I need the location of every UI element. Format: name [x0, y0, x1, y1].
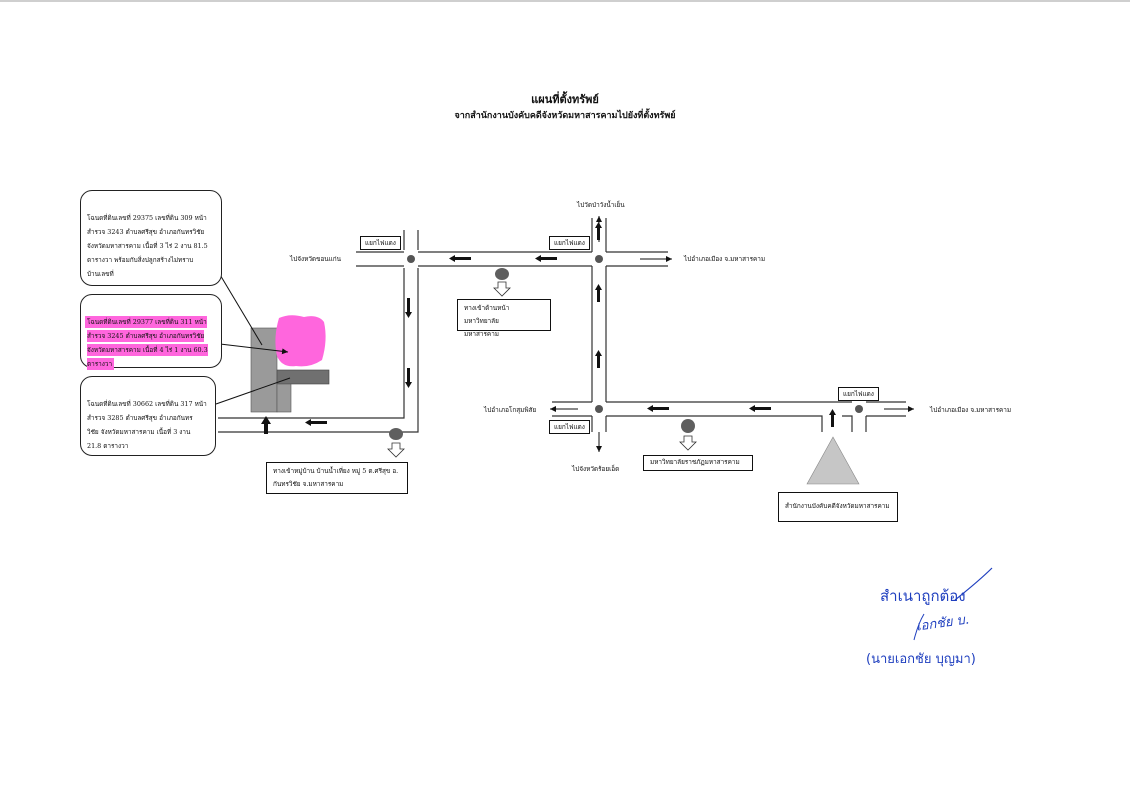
page-top-edge: [0, 0, 1130, 2]
label-enforcement-office: สำนักงานบังคับคดีจังหวัดมหาสารคาม: [778, 492, 898, 522]
parcel-note-29375: โฉนดที่ดินเลขที่ 29375 เลขที่ดิน 309 หน้…: [80, 190, 222, 286]
traffic-light-sign: แยกไฟแดง: [360, 236, 401, 250]
direction-kosum: ไปอำเภอโกสุมพิสัย: [484, 406, 537, 414]
label-rajabhat: มหาวิทยาลัยราชภัฏมหาสารคาม: [643, 455, 753, 471]
direction-khon-kaen: ไปจังหวัดขอนแก่น: [290, 255, 342, 263]
office-triangle: [806, 436, 860, 485]
map-title: แผนที่ตั้งทรัพย์: [531, 93, 599, 106]
direction-mueang-bottom: ไปอำเภอเมือง จ.มหาสารคาม: [930, 406, 1012, 414]
exit-arrows: [550, 216, 914, 452]
traffic-light-sign: แยกไฟแดง: [838, 387, 879, 401]
direction-roi-et: ไปจังหวัดร้อยเอ็ด: [572, 465, 620, 473]
signature-stroke: [954, 567, 993, 601]
parcel-note-text-highlighted: โฉนดที่ดินเลขที่ 29377 เลขที่ดิน 311 หน้…: [87, 318, 208, 368]
parcel-note-text: โฉนดที่ดินเลขที่ 30662 เลขที่ดิน 317 หน้…: [87, 400, 207, 450]
traffic-light-dots: [407, 255, 863, 413]
label-university-entrance: ทางเข้าด้านหน้ามหาวิทยาลัย มหาสารคาม: [457, 299, 551, 338]
parcel-note-text: โฉนดที่ดินเลขที่ 29375 เลขที่ดิน 309 หน้…: [87, 214, 208, 278]
traffic-light-sign: แยกไฟแดง: [549, 236, 590, 250]
signer-name: (นายเอกชัย บุญมา): [866, 652, 976, 667]
leader-lines: [215, 267, 291, 405]
lower-main-road: [552, 401, 906, 432]
parcel-note-29377: โฉนดที่ดินเลขที่ 29377 เลขที่ดิน 311 หน้…: [80, 294, 222, 368]
parcel-note-30662: โฉนดที่ดินเลขที่ 30662 เลขที่ดิน 317 หน้…: [80, 376, 216, 456]
land-parcels: [250, 315, 330, 413]
landmark-markers: [387, 268, 697, 458]
connector-road: [591, 266, 607, 402]
signature-mark: [913, 613, 925, 641]
traffic-light-sign: แยกไฟแดง: [549, 420, 590, 434]
certified-copy-stamp: สำเนาถูกต้อง: [880, 587, 966, 605]
map-subtitle: จากสำนักงานบังคับคดีจังหวัดมหาสารคามไปยั…: [454, 111, 676, 121]
upper-main-road: [356, 218, 668, 267]
label-village-entrance: ทางเข้าหมู่บ้าน บ้านน้ำเที่ยง หมู่ 5 ต.ศ…: [266, 462, 408, 494]
direction-mueang-top: ไปอำเภอเมือง จ.มหาสารคาม: [684, 255, 766, 263]
local-road: [218, 268, 419, 433]
direction-wat-pa: ไปวัดป่าวังน้ำเย็น: [577, 201, 625, 209]
